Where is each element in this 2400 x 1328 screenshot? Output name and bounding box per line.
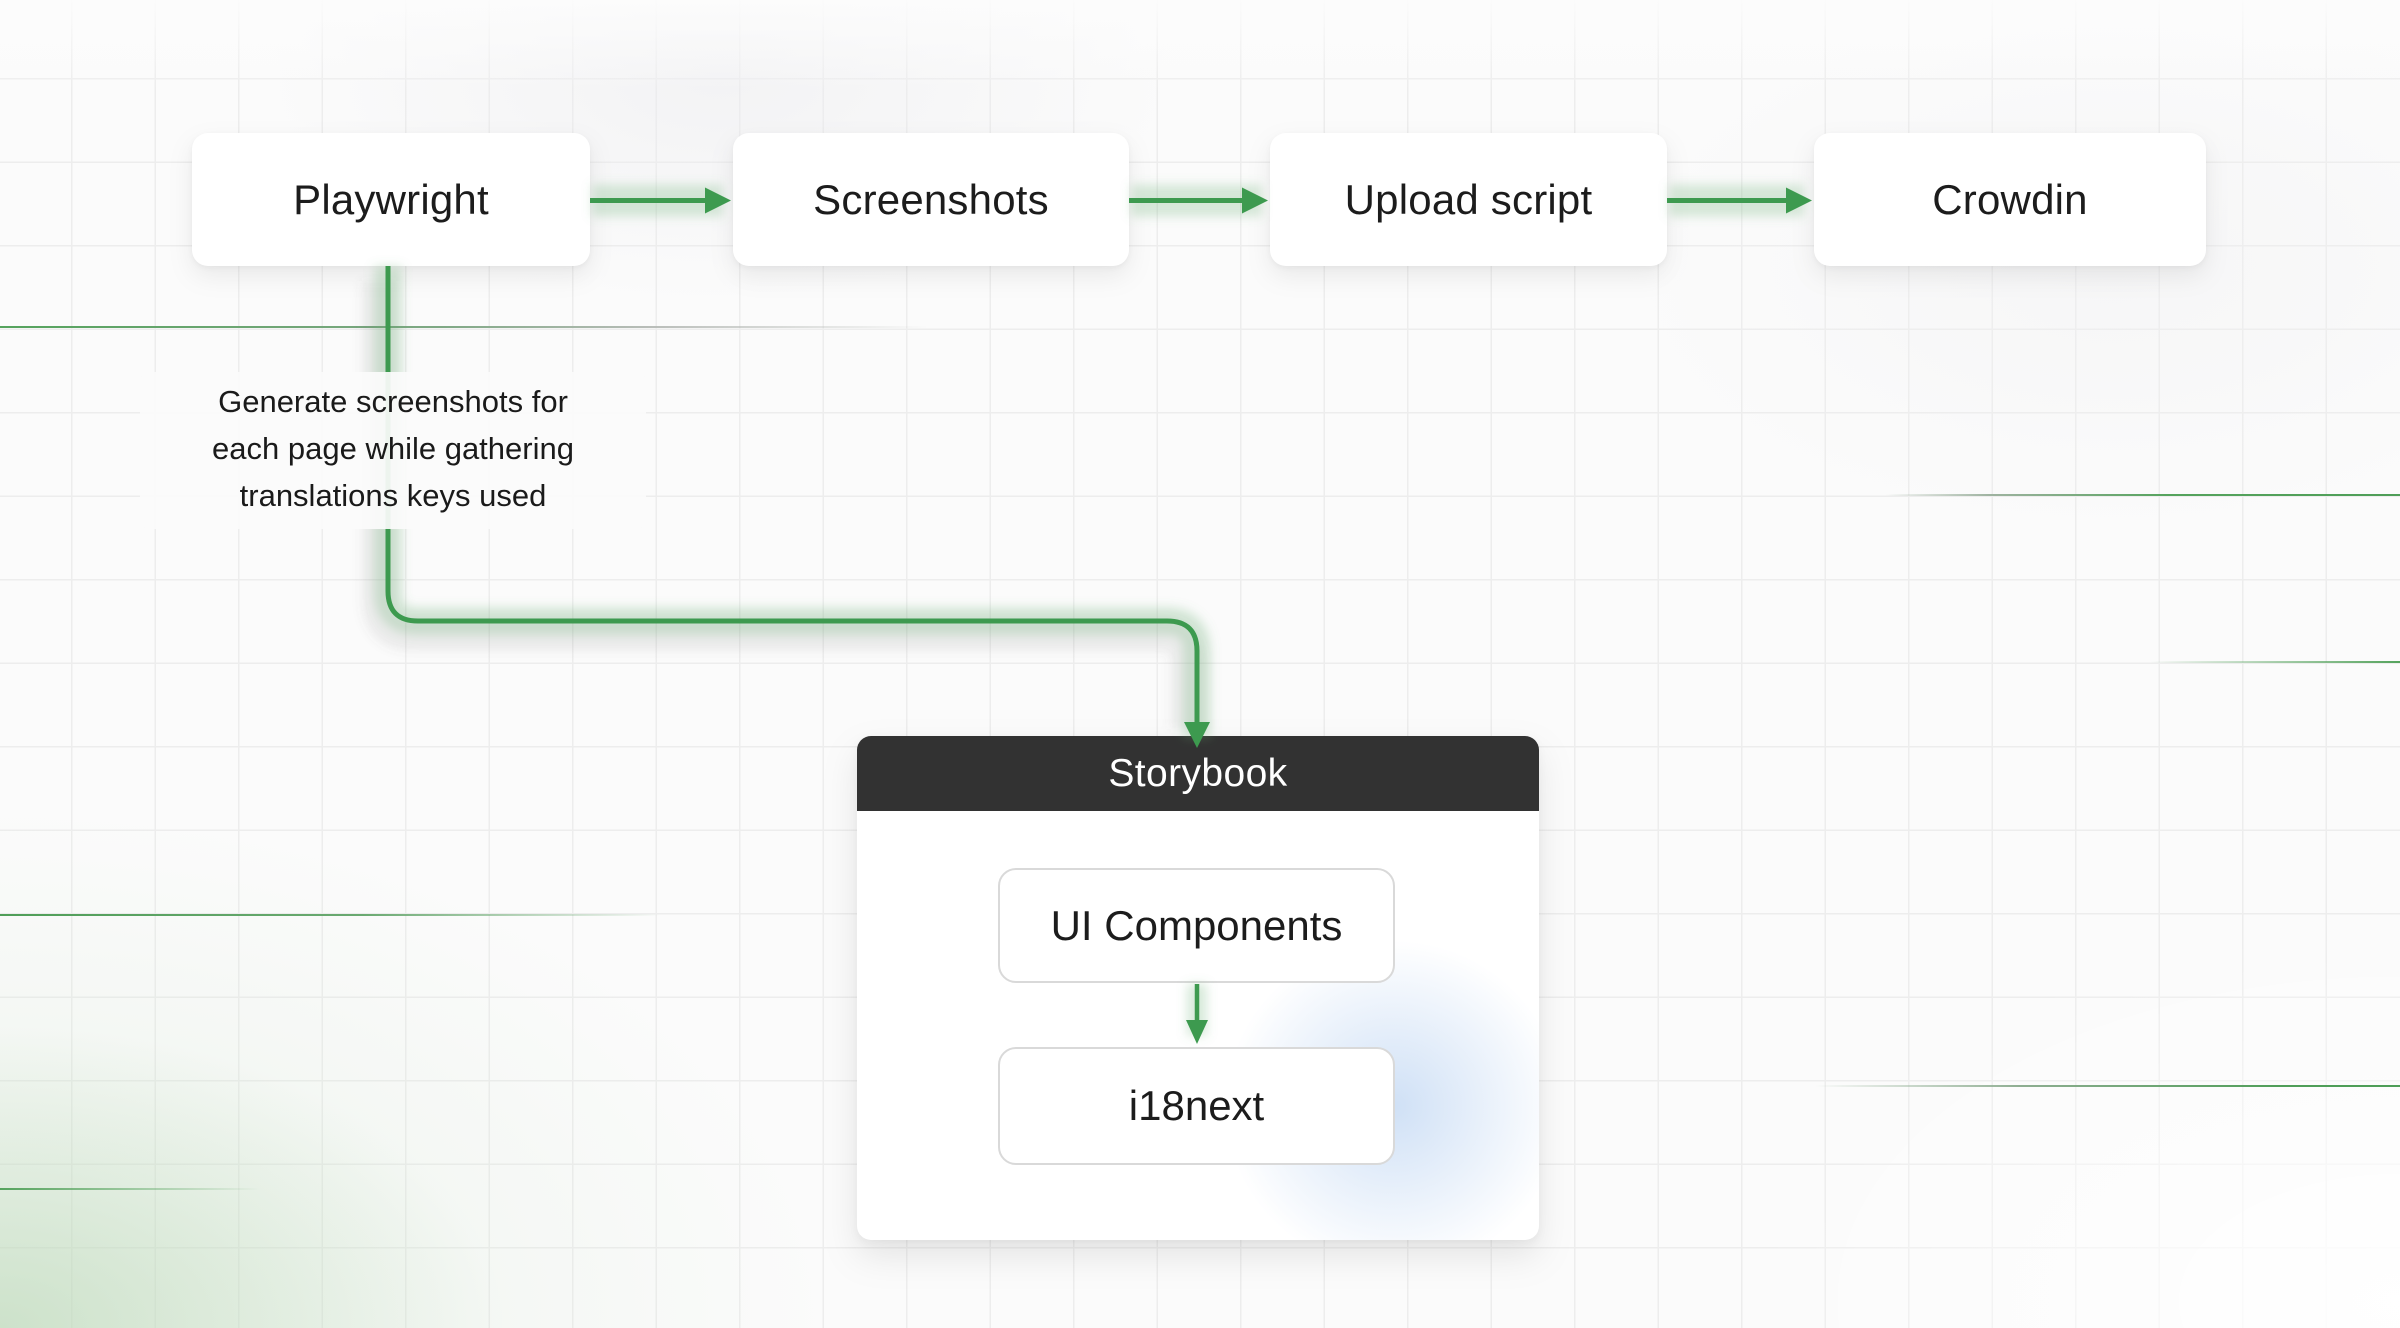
- annotation-generate-screenshots: Generate screenshots for each page while…: [140, 372, 646, 529]
- arrowhead-right-icon: [1242, 187, 1268, 214]
- node-label: Upload script: [1344, 175, 1593, 223]
- storybook-title: Storybook: [1108, 751, 1288, 795]
- node-label: Playwright: [293, 175, 489, 223]
- node-ui-components: UI Components: [998, 868, 1395, 983]
- node-upload-script: Upload script: [1270, 133, 1667, 266]
- node-label: Crowdin: [1932, 175, 2088, 223]
- node-i18next: i18next: [998, 1047, 1395, 1165]
- annotation-line: each page while gathering: [212, 431, 574, 466]
- node-crowdin: Crowdin: [1814, 133, 2206, 266]
- node-playwright: Playwright: [192, 133, 590, 266]
- arrowhead-right-icon: [705, 187, 731, 214]
- storybook-header: Storybook: [857, 736, 1539, 811]
- annotation-line: Generate screenshots for: [218, 384, 568, 419]
- node-label: UI Components: [1050, 901, 1343, 949]
- node-label: i18next: [1128, 1082, 1265, 1129]
- arrowhead-right-icon: [1786, 187, 1812, 214]
- decorative-grid-accent-line: [0, 326, 1160, 328]
- decorative-grid-accent-line: [0, 914, 660, 916]
- annotation-line: translations keys used: [239, 478, 547, 513]
- decorative-grid-accent-line: [0, 1188, 260, 1190]
- decorative-grid-accent-line: [1886, 494, 2400, 496]
- storybook-group-card: Storybook UI Components i18next: [857, 736, 1539, 1240]
- decorative-grid-accent-line: [2150, 661, 2400, 663]
- node-screenshots: Screenshots: [733, 133, 1129, 266]
- decorative-grid-accent-line: [1815, 1085, 2400, 1087]
- node-label: Screenshots: [813, 175, 1049, 223]
